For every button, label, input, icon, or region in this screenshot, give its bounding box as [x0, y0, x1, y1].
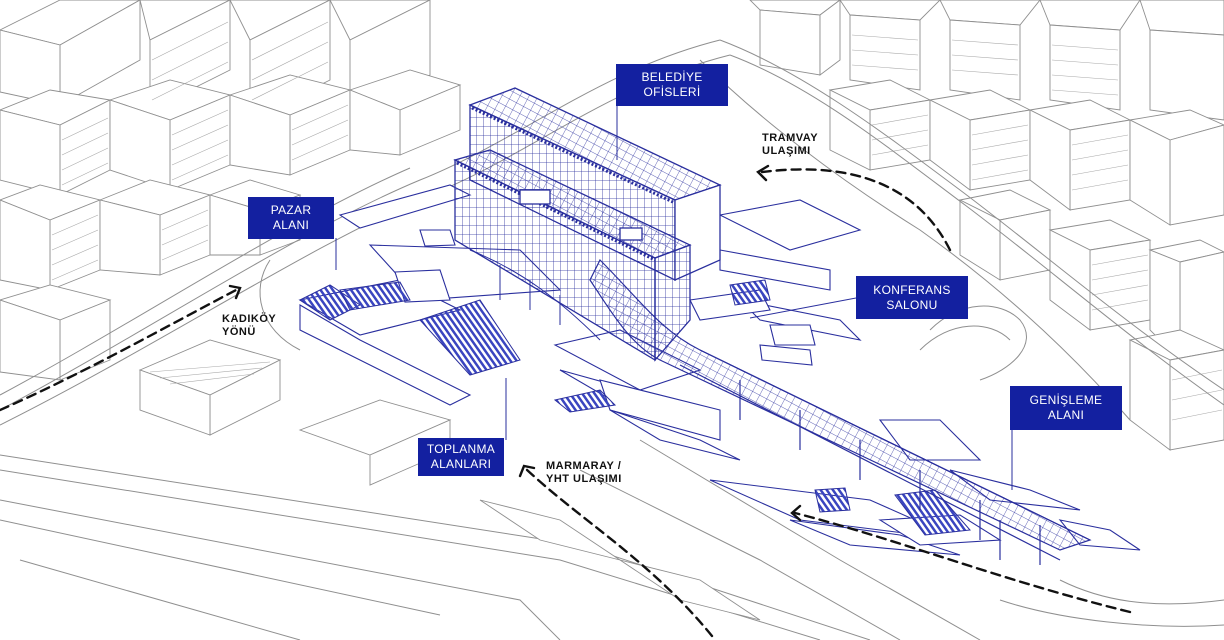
tag-marmaray-yht-ulasimi: MARMARAY / YHT ULAŞIMI — [546, 460, 622, 486]
label-pazar-line1: PAZAR — [270, 203, 312, 217]
tag-kadikoy-line2: YÖNÜ — [222, 326, 256, 338]
tag-tramvay-ulasimi: TRAMVAY ULAŞIMI — [762, 132, 818, 158]
context-buildings-left — [0, 0, 462, 381]
transport-arrows — [0, 168, 1132, 638]
label-konferans-line2: SALONU — [886, 297, 938, 312]
label-pazar-line2: ALANI — [272, 218, 310, 232]
base-curve — [469, 249, 601, 341]
label-toplanma-line1: TOPLANMA — [426, 442, 496, 456]
context-window-lines-left — [51, 21, 349, 281]
context-buildings-right — [749, 0, 1224, 451]
label-belediye-line2: OFİSLERİ — [643, 85, 701, 99]
label-genisleme-line1: GENİŞLEME — [1029, 393, 1103, 407]
label-pazar-alani: PAZAR ALANI — [248, 197, 334, 239]
label-konferans-salonu: KONFERANS SALONU — [856, 276, 968, 319]
podium-terraces — [298, 184, 1141, 556]
tag-kadikoy-line1: KADIKÖY — [222, 313, 277, 325]
leader-lines — [335, 104, 1013, 490]
context-window-lines-right — [851, 34, 1223, 421]
tag-marmaray-line2: YHT ULAŞIMI — [546, 473, 622, 485]
tag-kadikoy-yonu: KADIKÖY YÖNÜ — [222, 313, 276, 339]
tag-marmaray-line1: MARMARAY / — [546, 460, 622, 472]
label-belediye-ofisleri: BELEDİYE OFİSLERİ — [616, 64, 728, 106]
label-toplanma-alanlari: TOPLANMA ALANLARI — [418, 438, 504, 476]
context-shed-lines — [149, 361, 271, 385]
label-genisleme-alani: GENİŞLEME ALANI — [1010, 386, 1122, 430]
office-block-front — [453, 149, 692, 362]
tag-tramvay-line2: ULAŞIMI — [762, 145, 811, 157]
label-genisleme-line2: ALANI — [1047, 408, 1085, 422]
ramp-stairs — [299, 279, 972, 536]
label-belediye-line1: BELEDİYE — [641, 70, 703, 84]
context-sheds — [138, 339, 761, 621]
label-toplanma-line2: ALANLARI — [430, 457, 492, 471]
transport-arrowheads — [228, 164, 802, 522]
tag-tramvay-line1: TRAMVAY — [762, 132, 819, 144]
label-konferans-line1: KONFERANS — [873, 282, 951, 297]
